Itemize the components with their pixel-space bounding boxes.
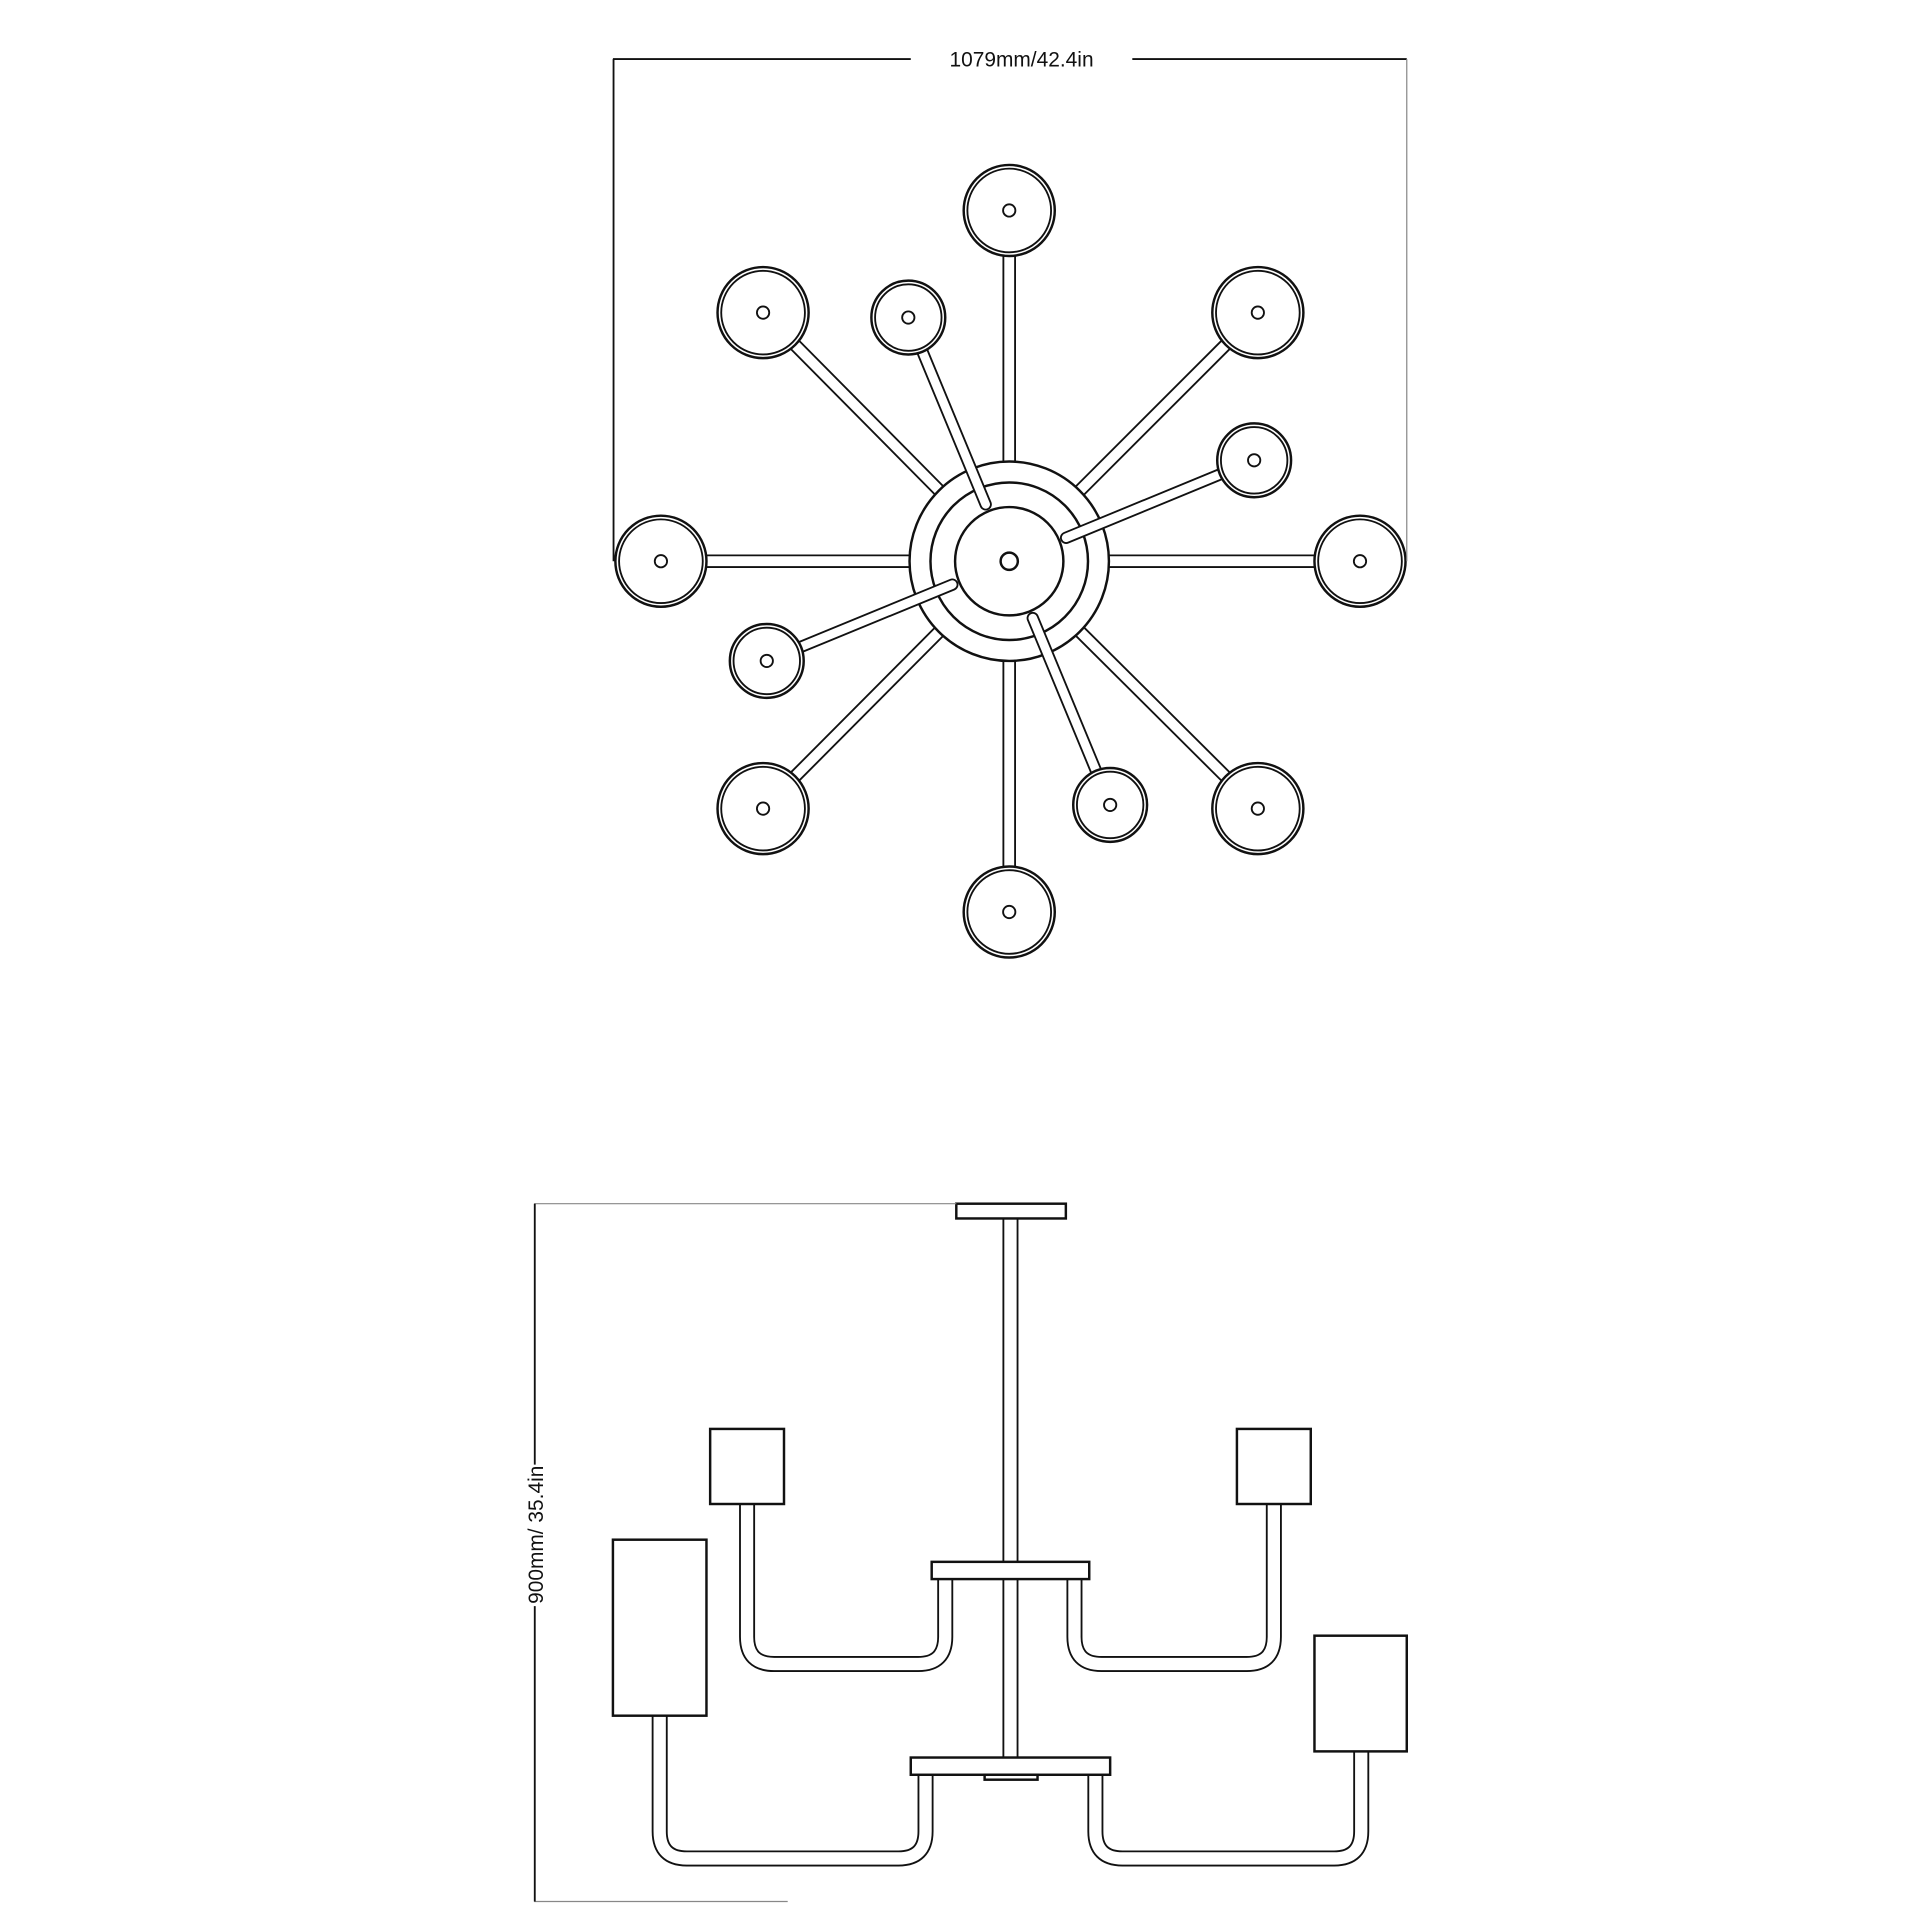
middle-plate: [930, 1560, 1091, 1581]
arm-long: [1074, 339, 1232, 497]
height-dimension: 900mm/ 35.4in: [525, 1203, 957, 1903]
canopy-center-dot: [999, 551, 1020, 572]
arm-upper-left: [739, 1504, 954, 1672]
shade-small: [728, 622, 805, 700]
arm-long: [789, 626, 945, 782]
shade-small: [1072, 766, 1149, 844]
arm-short-fill: [1061, 469, 1227, 543]
arm-long: [789, 339, 945, 497]
bulb-dot: [1103, 797, 1118, 813]
bulb-dot: [1002, 904, 1017, 920]
bulb-dot: [1247, 453, 1262, 468]
shade-large: [716, 265, 810, 360]
width-dimension: 1079mm/42.4in: [612, 48, 1408, 562]
shade-large: [716, 761, 810, 856]
arm-long-fill: [790, 340, 944, 495]
shade-large: [614, 514, 708, 608]
side-view: [611, 1202, 1409, 1867]
shade-inner: [874, 283, 943, 352]
bottom-cap: [983, 1773, 1039, 1781]
arm-short: [1026, 611, 1104, 780]
bulb-dot: [759, 653, 774, 668]
shade-lower-right: [1313, 1634, 1409, 1753]
arm-short: [792, 578, 959, 654]
shade-lower-left: [611, 1538, 708, 1717]
shade-inner: [1220, 426, 1289, 495]
ceiling-canopy: [955, 1202, 1068, 1220]
shade-large: [1313, 514, 1407, 608]
bulb-dot: [1250, 801, 1265, 816]
arm-upper-right: [1066, 1504, 1282, 1672]
shade-large: [1211, 265, 1305, 360]
arm-upper-left-outline: [739, 1504, 954, 1672]
shade-inner: [1215, 269, 1301, 356]
shade-inner: [618, 518, 704, 604]
arm-short-fill: [794, 580, 957, 653]
arm-short-fill: [1028, 613, 1102, 778]
arm-long-fill: [1075, 627, 1230, 781]
shade-inner: [720, 269, 806, 356]
bulb-dot: [653, 554, 668, 569]
arm-upper-right-fill: [1068, 1504, 1280, 1671]
shade-inner: [1317, 518, 1403, 604]
arm-lower-right: [1087, 1751, 1370, 1867]
top-view: [614, 163, 1407, 959]
shade-large: [962, 163, 1056, 258]
shade-inner: [966, 869, 1052, 955]
height-label: 900mm/ 35.4in: [525, 1466, 548, 1604]
arm-long-fill: [1075, 340, 1230, 496]
arm-lower-left-outline: [651, 1715, 934, 1867]
arm-upper-left-fill: [740, 1504, 952, 1671]
arm-lower-left: [651, 1715, 934, 1867]
bulb-dot: [1002, 203, 1017, 218]
shade-large: [962, 865, 1056, 959]
shade-upper-left: [708, 1427, 786, 1506]
bulb-dot: [1352, 554, 1368, 569]
arm-short: [915, 343, 992, 511]
arm-long: [1074, 625, 1232, 783]
arm-lower-left-fill: [653, 1715, 932, 1865]
shade-inner: [1076, 770, 1145, 840]
shade-small: [870, 279, 947, 356]
bottom-plate: [909, 1756, 1112, 1776]
shade-inner: [720, 765, 806, 852]
shade-inner: [1215, 765, 1301, 852]
shade-inner: [732, 626, 801, 696]
arm-lower-right-fill: [1089, 1751, 1368, 1865]
shade-small: [1216, 422, 1293, 499]
arm-short-fill: [917, 345, 990, 509]
arm-lower-right-outline: [1087, 1751, 1370, 1867]
shade-upper-right: [1235, 1427, 1312, 1506]
bulb-dot: [1250, 305, 1265, 320]
bulb-dot: [756, 305, 771, 320]
arm-long-fill: [790, 627, 944, 781]
width-label: 1079mm/42.4in: [949, 48, 1093, 71]
bulb-dot: [901, 310, 916, 325]
arm-upper-right-outline: [1066, 1504, 1282, 1672]
shade-inner: [966, 167, 1052, 254]
bulb-dot: [756, 801, 771, 816]
shade-large: [1211, 761, 1305, 856]
arm-short: [1059, 467, 1229, 544]
